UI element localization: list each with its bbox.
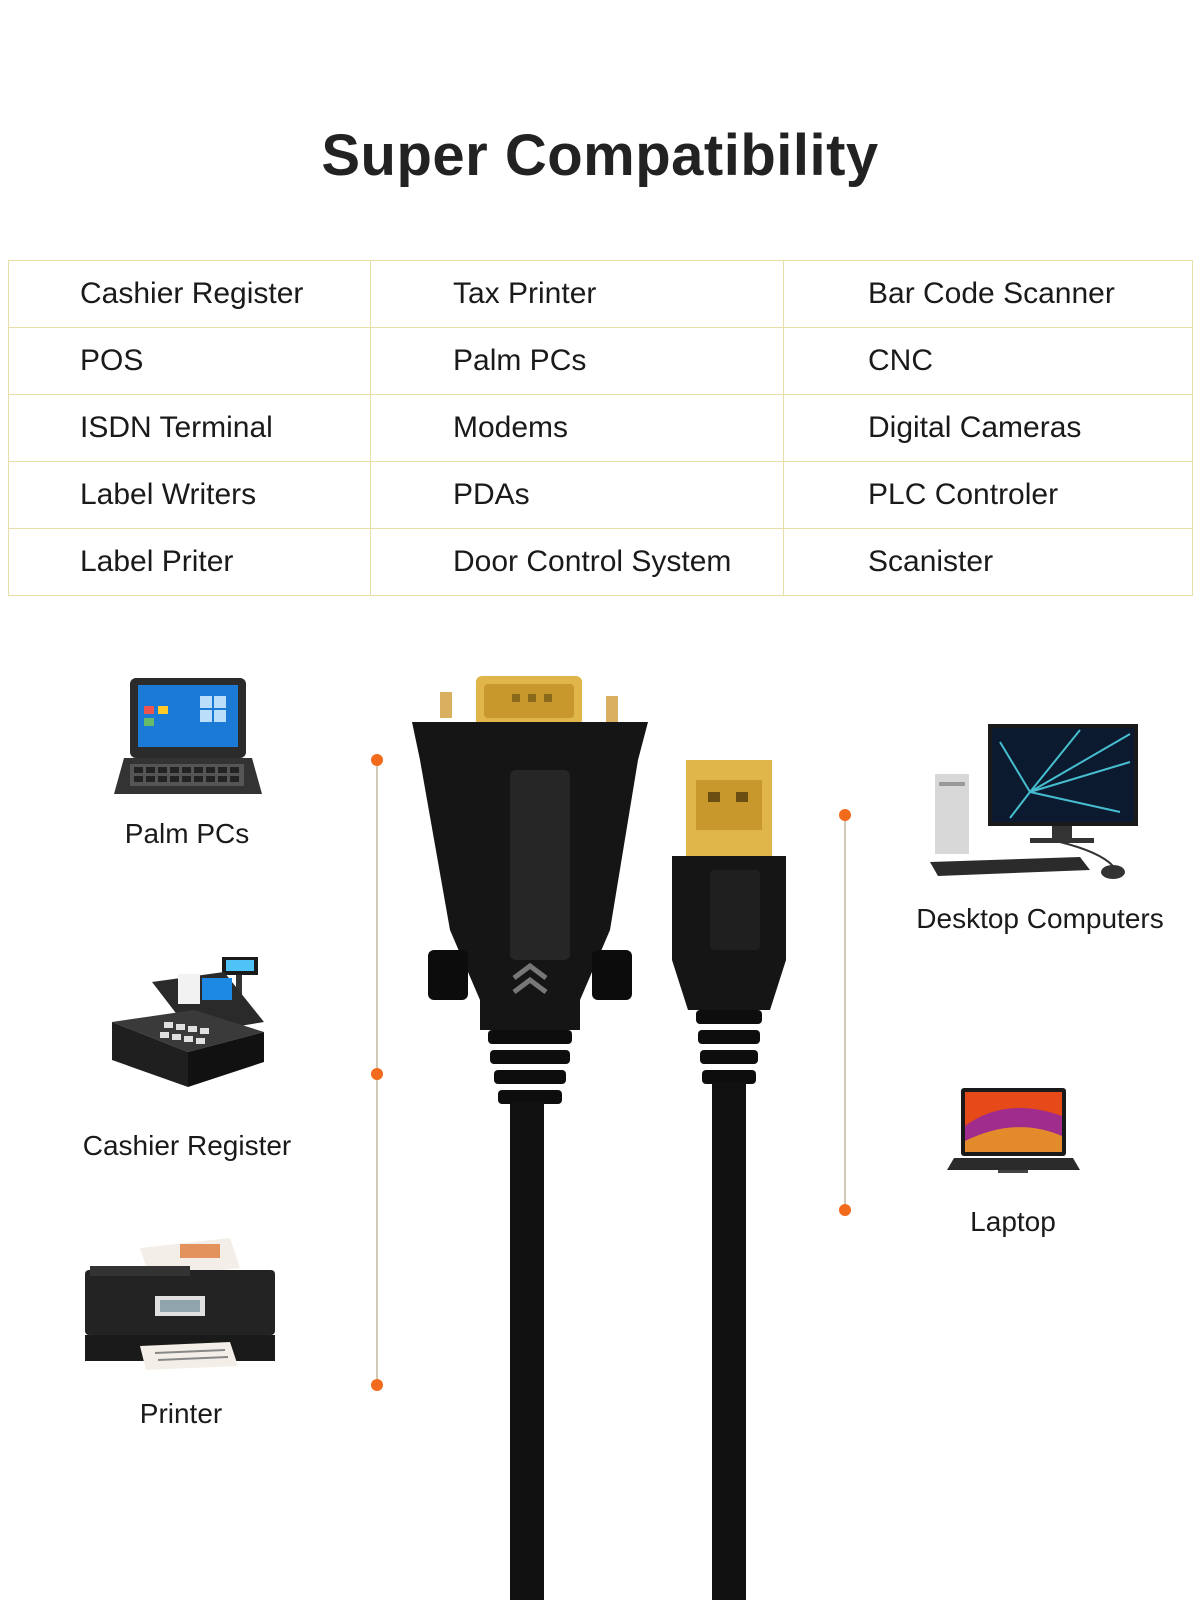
table-cell: POS — [8, 327, 371, 395]
table-cell: Digital Cameras — [783, 394, 1193, 462]
table-row: ISDN Terminal Modems Digital Cameras — [8, 394, 1193, 462]
table-cell: Tax Printer — [370, 260, 784, 328]
table-cell: Cashier Register — [8, 260, 371, 328]
table-cell: CNC — [783, 327, 1193, 395]
accent-dot — [371, 1068, 383, 1080]
cash-register-icon — [104, 952, 269, 1117]
table-cell: PLC Controler — [783, 461, 1193, 529]
accent-dot — [371, 1379, 383, 1391]
table-cell: ISDN Terminal — [8, 394, 371, 462]
table-row: Label Priter Door Control System Scanist… — [8, 528, 1193, 596]
accent-dot — [839, 1204, 851, 1216]
accent-dot — [839, 809, 851, 821]
compatibility-table: Cashier Register Tax Printer Bar Code Sc… — [8, 260, 1193, 596]
table-cell: Door Control System — [370, 528, 784, 596]
right-bracket-line — [844, 815, 846, 1210]
usb-cable — [712, 1082, 746, 1600]
printer-icon — [80, 1238, 280, 1383]
device-label-desktop-computers: Desktop Computers — [916, 903, 1164, 934]
table-row: Cashier Register Tax Printer Bar Code Sc… — [8, 260, 1193, 328]
usb-serial-cable-illustration — [412, 676, 786, 1600]
table-cell: Bar Code Scanner — [783, 260, 1193, 328]
table-cell: Modems — [370, 394, 784, 462]
table-row: POS Palm PCs CNC — [8, 327, 1193, 395]
palm-pc-icon — [112, 676, 262, 806]
desktop-computer-icon — [930, 722, 1140, 887]
device-label-palm-pcs: Palm PCs — [124, 818, 250, 849]
serial-cable — [510, 1102, 544, 1600]
page-title: Super Compatibility — [321, 123, 879, 188]
laptop-icon — [946, 1086, 1081, 1181]
table-cell: Palm PCs — [370, 327, 784, 395]
table-cell: Label Priter — [8, 528, 371, 596]
table-cell: Label Writers — [8, 461, 371, 529]
table-cell: Scanister — [783, 528, 1193, 596]
device-label-laptop: Laptop — [970, 1206, 1056, 1237]
device-label-printer: Printer — [139, 1398, 223, 1429]
table-cell: PDAs — [370, 461, 784, 529]
table-row: Label Writers PDAs PLC Controler — [8, 461, 1193, 529]
device-label-cashier-register: Cashier Register — [82, 1130, 292, 1161]
accent-dot — [371, 754, 383, 766]
